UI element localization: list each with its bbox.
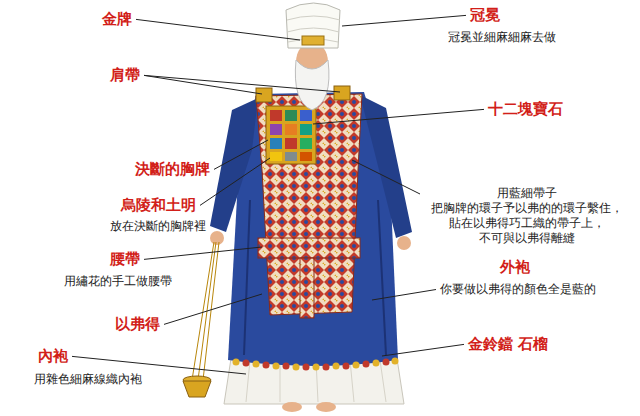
part-name: 金牌 (102, 10, 132, 29)
part-name: 腰帶 (110, 250, 140, 269)
leader-line (72, 356, 246, 374)
part-note: 用雜色細麻線織內袍 (34, 372, 142, 387)
leader-line (144, 75, 340, 92)
part-name: 內袍 (38, 347, 68, 366)
part-note: 冠冕並細麻細麻去做 (448, 30, 556, 45)
part-name: 決斷的胸牌 (135, 160, 210, 179)
head (286, 3, 340, 110)
leader-line (136, 19, 300, 40)
leader-line (200, 158, 270, 205)
part-name: 冠冕 (470, 6, 500, 25)
leader-line (144, 75, 262, 94)
outer-robe (210, 92, 412, 366)
breastplate (266, 106, 316, 164)
part-name: 金鈴鐺 石榴 (468, 335, 548, 354)
leader-line (313, 109, 484, 124)
bells-pomegranates (233, 358, 399, 371)
leader-line (382, 344, 464, 356)
leader-line (342, 15, 466, 26)
sash (258, 238, 360, 318)
part-note: 你要做以弗得的顏色全是藍的 (440, 282, 596, 297)
part-name: 烏陵和土明 (121, 196, 196, 215)
leader-line (352, 160, 420, 194)
part-name: 以弗得 (115, 315, 160, 334)
part-name: 十二塊寶石 (488, 100, 563, 119)
part-name: 外袍 (500, 258, 530, 277)
part-name: 肩帶 (110, 66, 140, 85)
censer (183, 242, 219, 397)
part-note: 放在決斷的胸牌裡 (110, 219, 206, 234)
leader-line (372, 290, 436, 301)
part-note: 用繡花的手工做腰帶 (64, 274, 172, 289)
leader-line (164, 294, 262, 324)
part-note: 用藍細帶子 把胸牌的環子予以弗的的環子繫住， 貼在以弗得巧工織的帶子上， 不可與… (424, 186, 630, 246)
leader-line (144, 247, 262, 259)
